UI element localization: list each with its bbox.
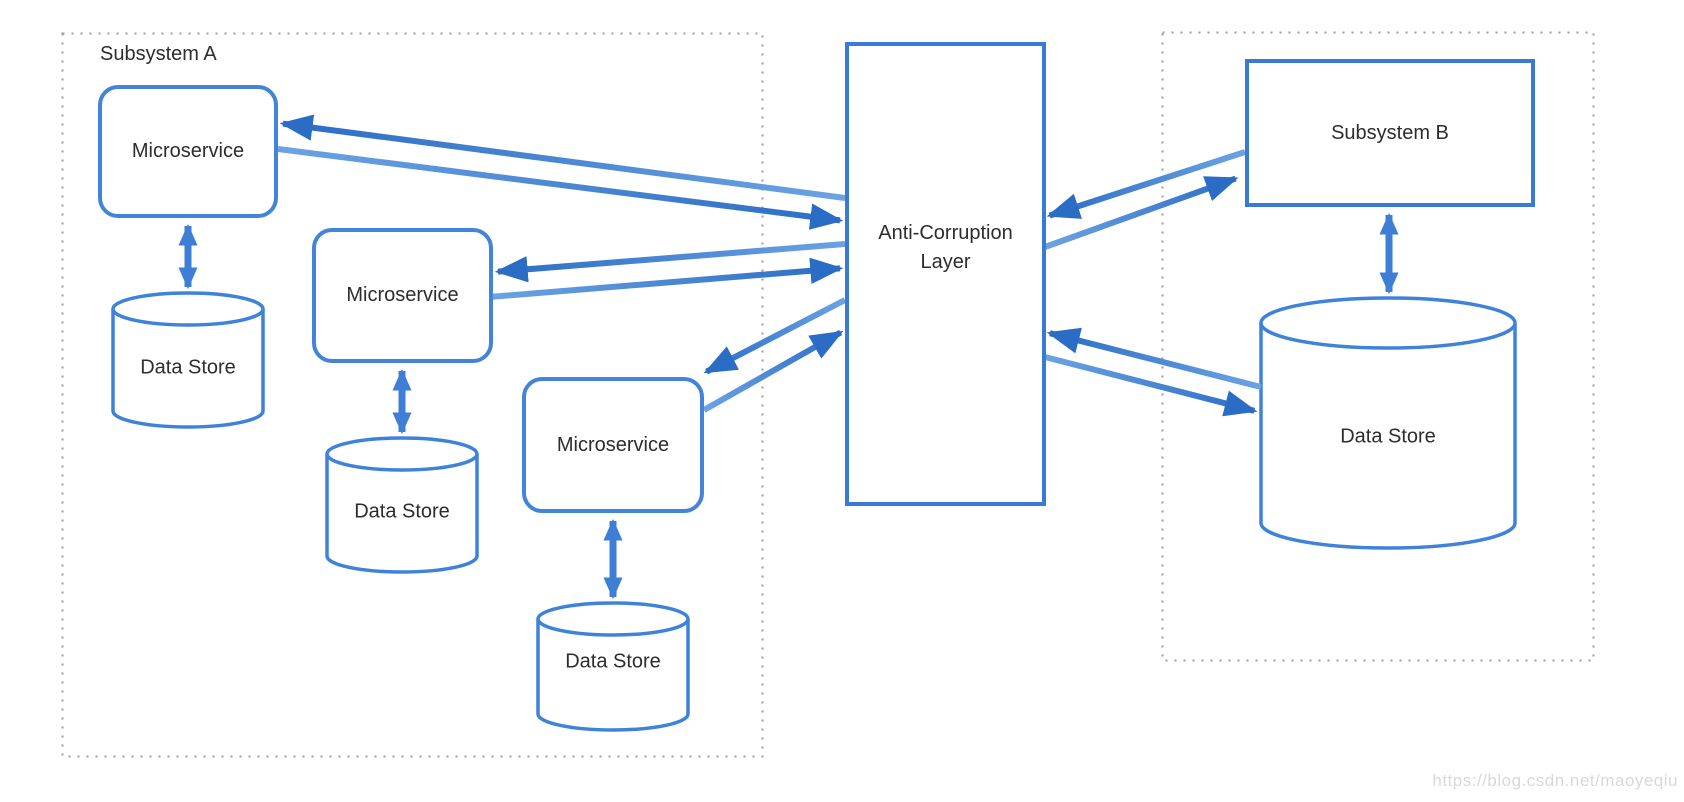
subsystem-a-group-label: Subsystem A (100, 43, 217, 65)
microservice-3-node: Microservice (522, 377, 704, 513)
edge-acl-to-data-store-b (1044, 354, 1258, 417)
data-store-b-cylinder (1259, 296, 1517, 550)
edge-acl-to-microservice-1 (279, 114, 846, 201)
anti-corruption-layer-node: Anti-Corruption Layer (845, 42, 1046, 506)
microservice-1-node: Microservice (98, 85, 278, 218)
microservice-2-label: Microservice (346, 284, 459, 306)
watermark-url: https://blog.csdn.net/maoyeqiu (1432, 771, 1678, 790)
subsystem-b-node: Subsystem B (1245, 59, 1535, 207)
microservice-2-node: Microservice (312, 228, 493, 363)
data-store-2-label: Data Store (354, 500, 450, 523)
data-store-3-label: Data Store (565, 650, 661, 673)
anti-corruption-layer-label: Anti-Corruption Layer (878, 222, 1013, 273)
microservice-3-label: Microservice (556, 433, 670, 456)
edge-acl-to-microservice-2 (494, 241, 846, 283)
edge-microservice-2-to-acl (488, 257, 844, 300)
data-store-b-label: Data Store (1340, 425, 1436, 448)
edge-acl-to-subsystem-b (1043, 175, 1239, 250)
edge-data-store-b-to-acl (1046, 327, 1262, 390)
edge-microservice-1-to-acl (277, 146, 844, 230)
data-store-1-label: Data Store (140, 356, 236, 379)
edge-subsystem-b-to-acl (1046, 149, 1246, 219)
edge-acl-to-microservice-3 (703, 297, 847, 375)
microservice-1-label: Microservice (131, 140, 245, 162)
subsystem-b-label: Subsystem B (1331, 121, 1449, 144)
edge-microservice-3-to-acl (702, 329, 844, 413)
